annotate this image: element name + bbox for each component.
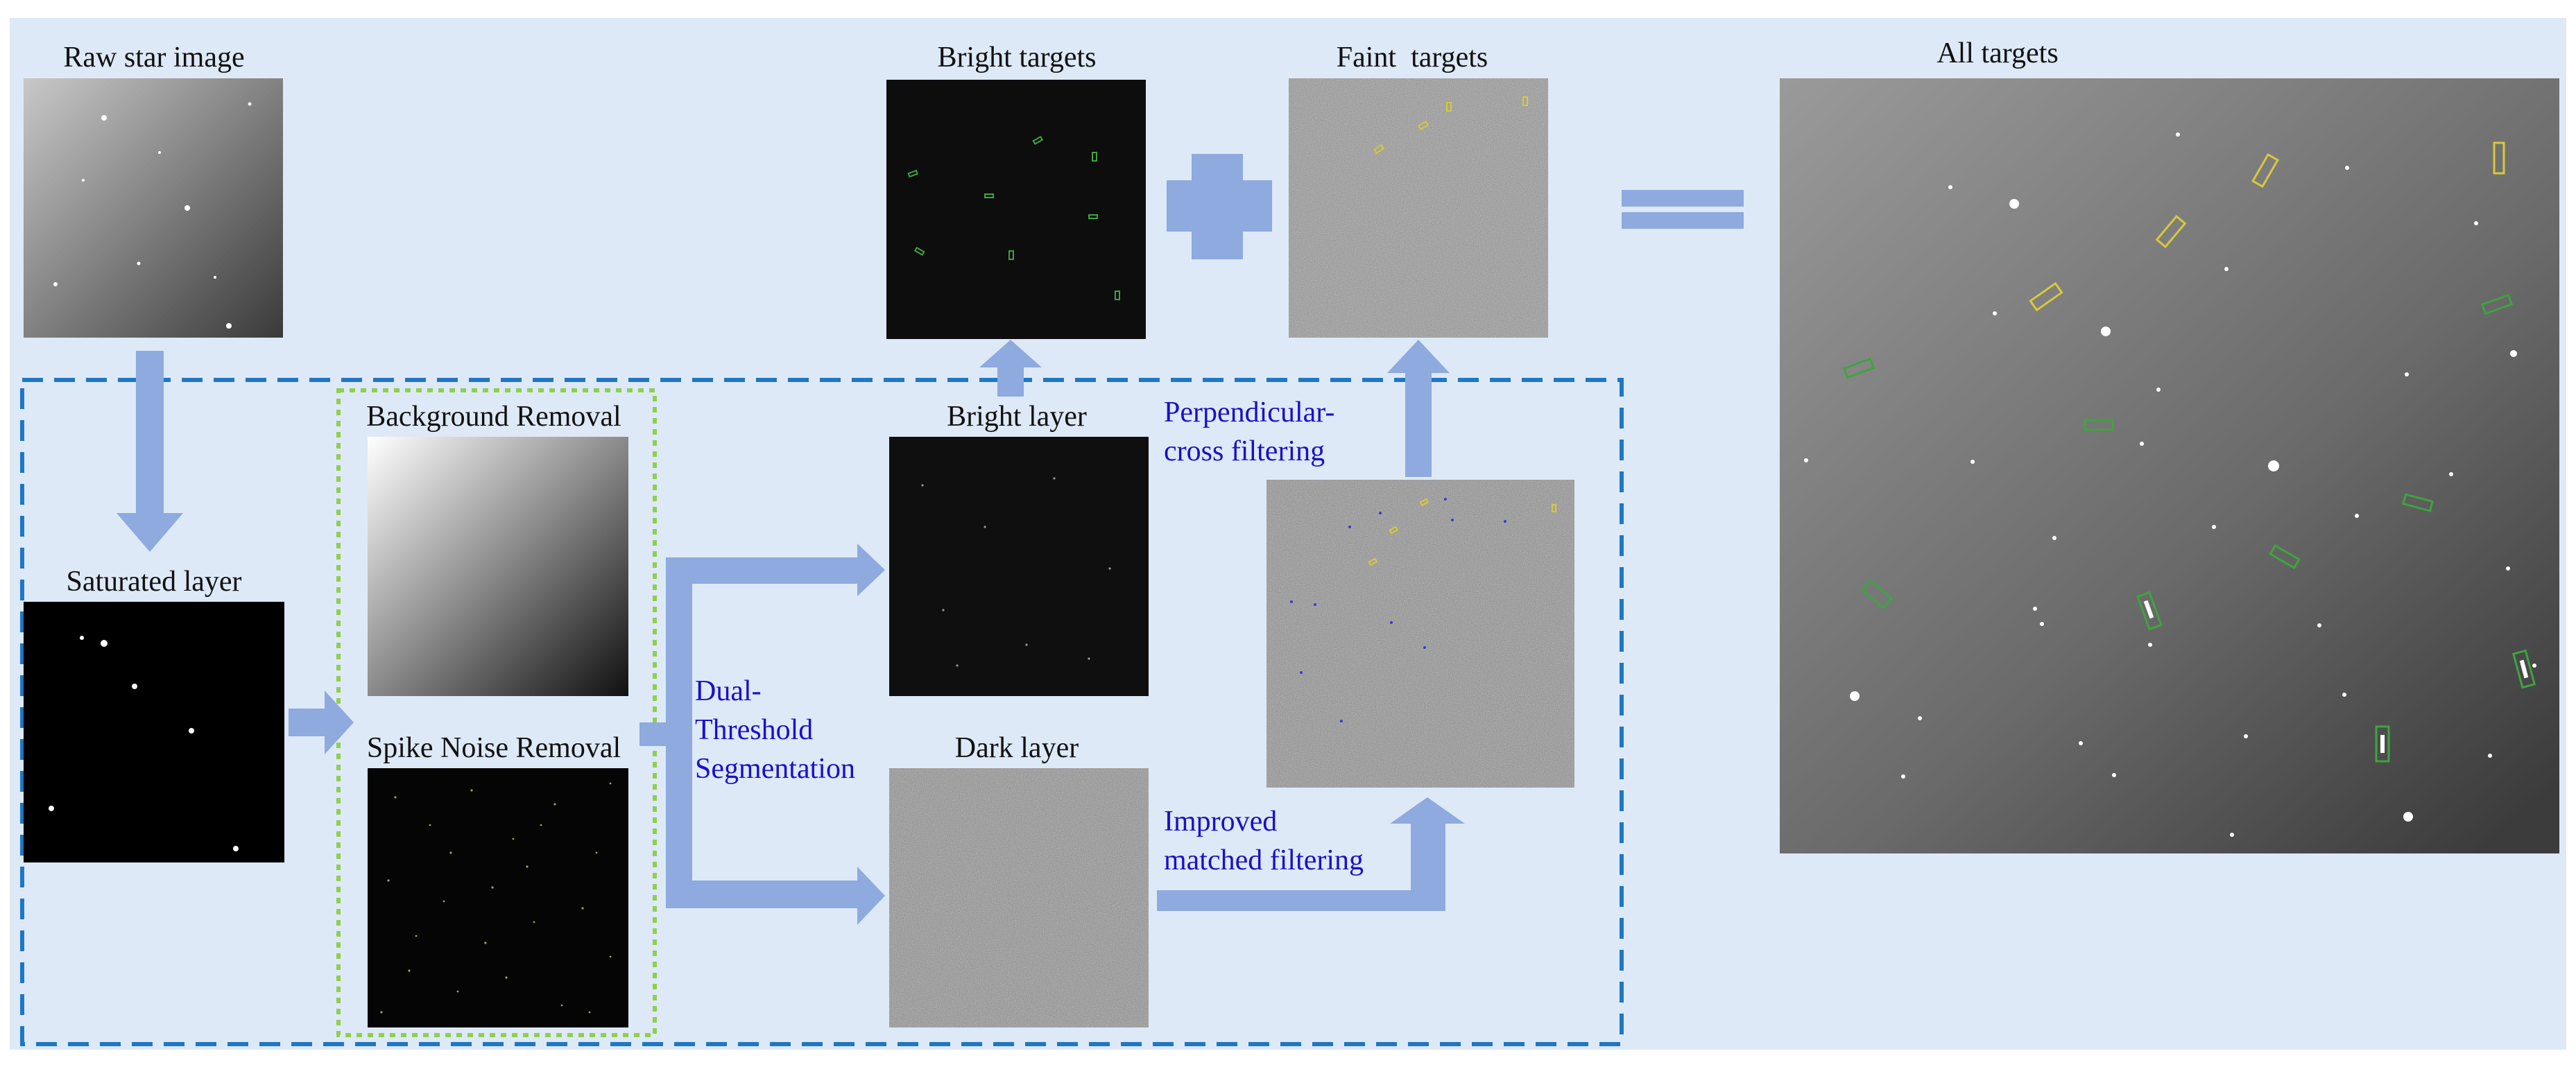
plus-sign [1167, 154, 1272, 259]
arrow-raw-to-saturated [117, 351, 183, 552]
label-bright-layer: Bright layer [947, 401, 1087, 433]
step-dual-threshold-line1: Dual- [695, 675, 762, 707]
spike-noise-removal-image [368, 768, 628, 1027]
step-perpendicular-line2: cross filtering [1164, 435, 1325, 467]
step-dual-threshold-line2: Threshold [695, 714, 813, 746]
label-dark-layer: Dark layer [955, 732, 1079, 764]
arrow-dark-to-candidate [1157, 797, 1465, 911]
candidate-targets-image [1266, 480, 1574, 788]
step-dual-threshold-line3: Segmentation [695, 753, 855, 785]
arrow-candidate-to-faint-targets [1387, 340, 1450, 477]
equals-sign-bottom [1622, 212, 1744, 229]
bright-layer-image [889, 437, 1149, 696]
all-targets-image [1780, 78, 2559, 853]
processing-region-outline [20, 378, 1624, 1046]
background-removal-image [368, 437, 628, 696]
label-raw-star-image: Raw star image [63, 42, 244, 73]
label-all-targets: All targets [1937, 37, 2058, 69]
label-background-removal: Background Removal [366, 401, 621, 433]
label-saturated-layer: Saturated layer [66, 566, 241, 598]
dark-layer-image [889, 768, 1149, 1027]
label-bright-targets: Bright targets [937, 42, 1096, 73]
saturated-layer-image [24, 602, 284, 862]
step-improved-line2: matched filtering [1164, 844, 1364, 876]
equals-sign-top [1622, 190, 1744, 207]
step-perpendicular-line1: Perpendicular- [1164, 397, 1334, 428]
label-faint-targets: Faint targets [1337, 42, 1488, 73]
step-improved-line1: Improved [1164, 806, 1277, 838]
arrow-bright-layer-to-bright-targets [979, 340, 1042, 397]
bright-targets-image [886, 80, 1146, 339]
label-spike-noise-removal: Spike Noise Removal [367, 732, 621, 764]
arrow-split [639, 544, 885, 925]
arrow-saturated-to-preprocessing [289, 691, 354, 754]
faint-targets-image [1289, 78, 1548, 338]
flow-arrows [117, 154, 1744, 925]
raw-star-image [24, 78, 283, 338]
